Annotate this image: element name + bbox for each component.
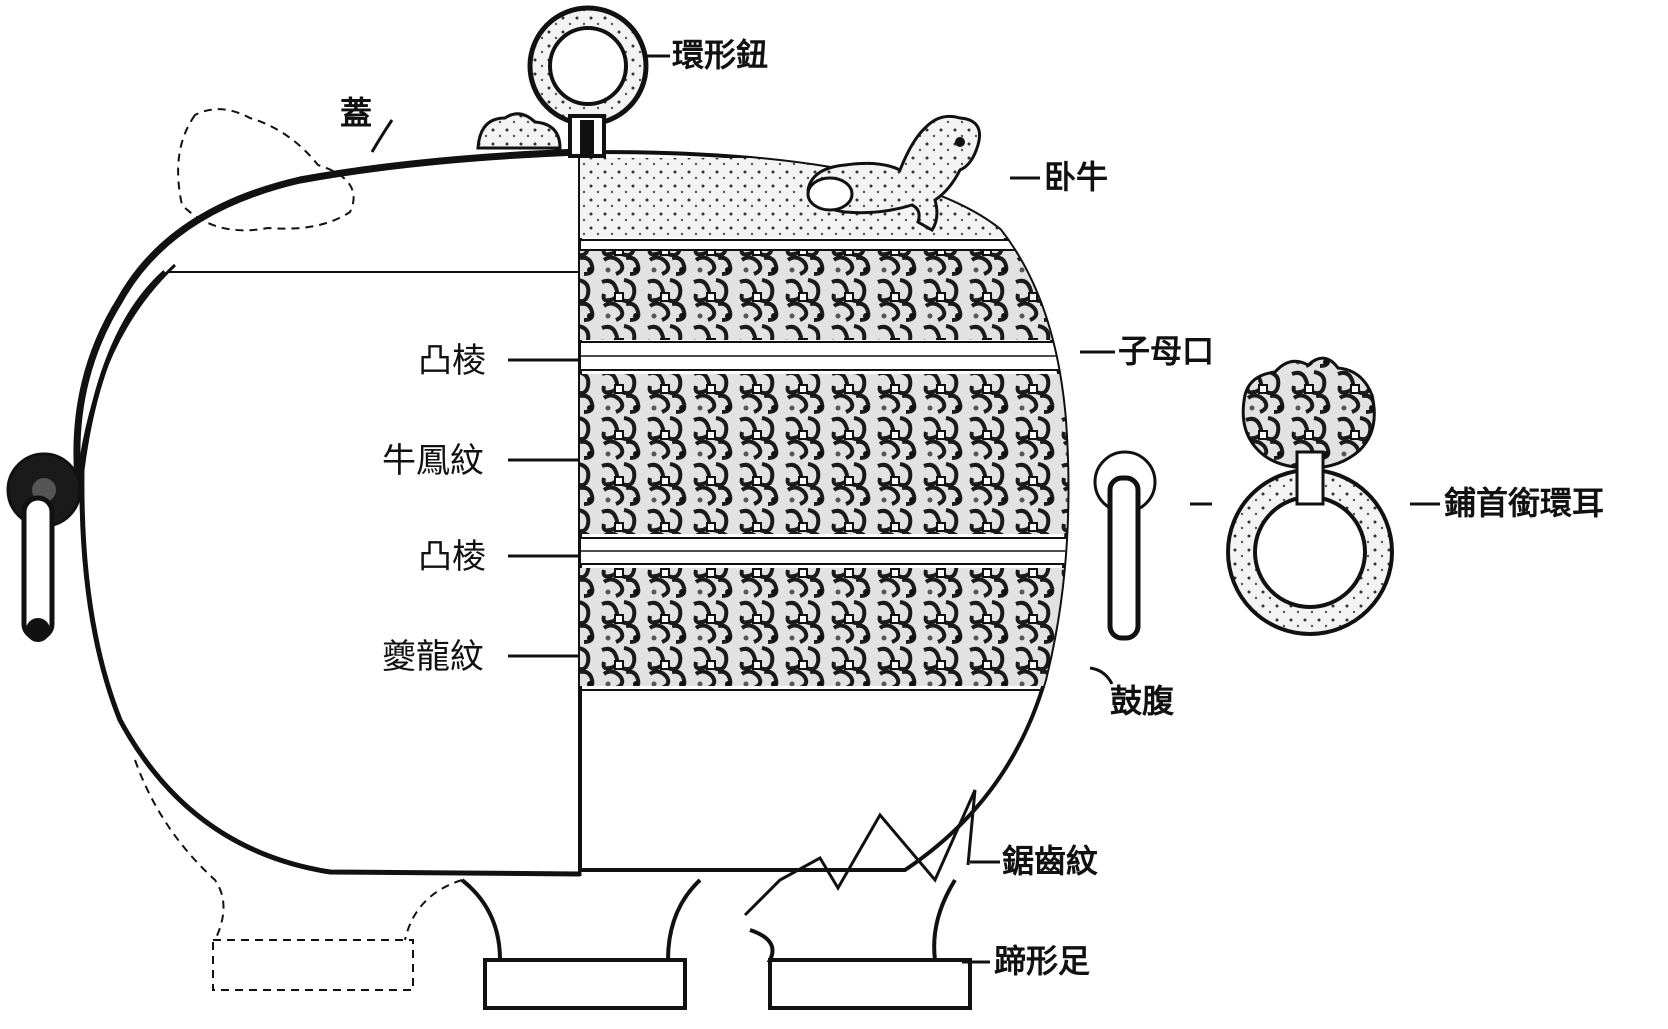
label-hoof-feet: 蹄形足 [994,942,1090,980]
label-bulging-belly: 鼓腹 [1110,682,1175,720]
lid-animal-left [476,112,562,150]
reclining-ox-figure [806,114,981,232]
label-sawtooth-pattern: 鋸齒紋 [1002,842,1098,880]
kui-dragon-band-lower [580,568,1068,686]
reconstruction-dashed-outline [134,108,463,991]
right-ring-handle [1093,450,1157,641]
label-lid: 蓋 [340,94,372,132]
label-reclining-ox: 卧牛 [1044,158,1108,196]
callout-labels: 環形鈕 蓋 卧牛 子母口 凸棱 牛鳳紋 凸棱 夔龍紋 鋪首銜環耳 鼓腹 鋸齒紋 … [340,36,1604,980]
label-kui-dragon-pattern: 夔龍紋 [382,637,484,677]
label-ox-phoenix-pattern: 牛鳳紋 [382,441,484,481]
label-ring-knob: 環形鈕 [672,36,768,74]
kui-dragon-band-upper [580,250,1068,340]
label-mask-ring-ear: 鋪首銜環耳 [1444,484,1604,522]
mask-ring-ear-detail [1226,356,1394,636]
vessel-body [73,148,1070,917]
ox-phoenix-band [580,374,1068,534]
ring-knob [527,5,649,158]
hoof-feet [460,878,972,1010]
left-ring-handle [6,452,82,642]
leader-lines [370,54,1440,964]
label-raised-ridge-2: 凸棱 [418,537,486,577]
label-raised-ridge-1: 凸棱 [418,341,486,381]
body-left-outline [79,270,581,877]
label-rabbeted-mouth: 子母口 [1118,332,1214,370]
lid-outline [73,148,581,481]
sawtooth-pattern [743,789,977,917]
